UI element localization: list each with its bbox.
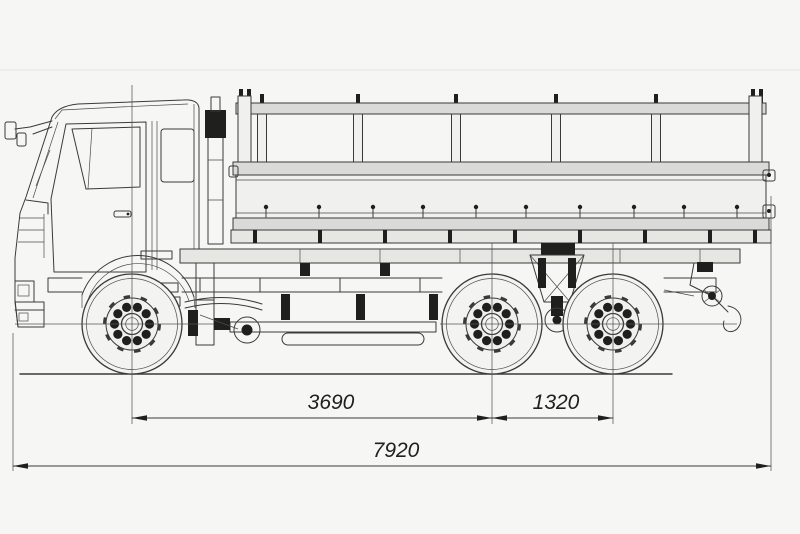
dimension-label-rear-spacing: 1320 [533,391,580,414]
dimension-label-wheelbase: 3690 [308,391,355,414]
middle-rail [232,161,770,176]
door-handle [113,210,132,218]
tow-hitch [663,262,742,333]
fuel-tank [281,332,425,346]
rear-bogie [529,243,585,333]
cargo-bed [228,89,776,244]
frame-mid-segment [181,277,443,293]
cab-door [50,121,147,273]
front-suspension [184,296,263,344]
rear-side-window [160,128,195,183]
hanger-bracket [281,294,290,320]
dimension-rear-axle-spacing: 1320 [491,391,614,421]
front-bumper [14,301,45,328]
lattice-posts [257,113,661,165]
stake-tips [260,94,658,104]
bottom-rail [232,217,770,231]
corner-post-tips [239,89,763,103]
tow-hook [722,305,742,333]
mirror-arm [14,120,53,135]
hanger-bracket [356,294,365,320]
side-step-rail [229,321,437,333]
dimension-wheelbase: 3690 [131,391,493,421]
dimension-overall-length: 7920 [12,439,772,469]
side-mirror [4,121,17,140]
floor-band [230,229,772,244]
exhaust-cap [205,110,226,138]
axle-centerlines [15,85,737,424]
front-fender [81,255,195,298]
dimension-label-overall: 7920 [373,439,420,462]
chassis-frame [47,248,741,346]
exhaust-stack [205,96,226,245]
hanger-bracket [429,294,438,320]
top-rail [235,102,767,115]
board-latches [263,204,740,218]
door-window [71,126,141,190]
frame-front-segment [47,277,83,293]
cross-member-ends [253,230,757,243]
side-board [235,174,767,219]
lower-mirror [16,132,27,147]
tailgate-hinges [228,165,776,219]
dimensions: 3690 1320 7920 [12,196,772,471]
cab [4,99,215,346]
